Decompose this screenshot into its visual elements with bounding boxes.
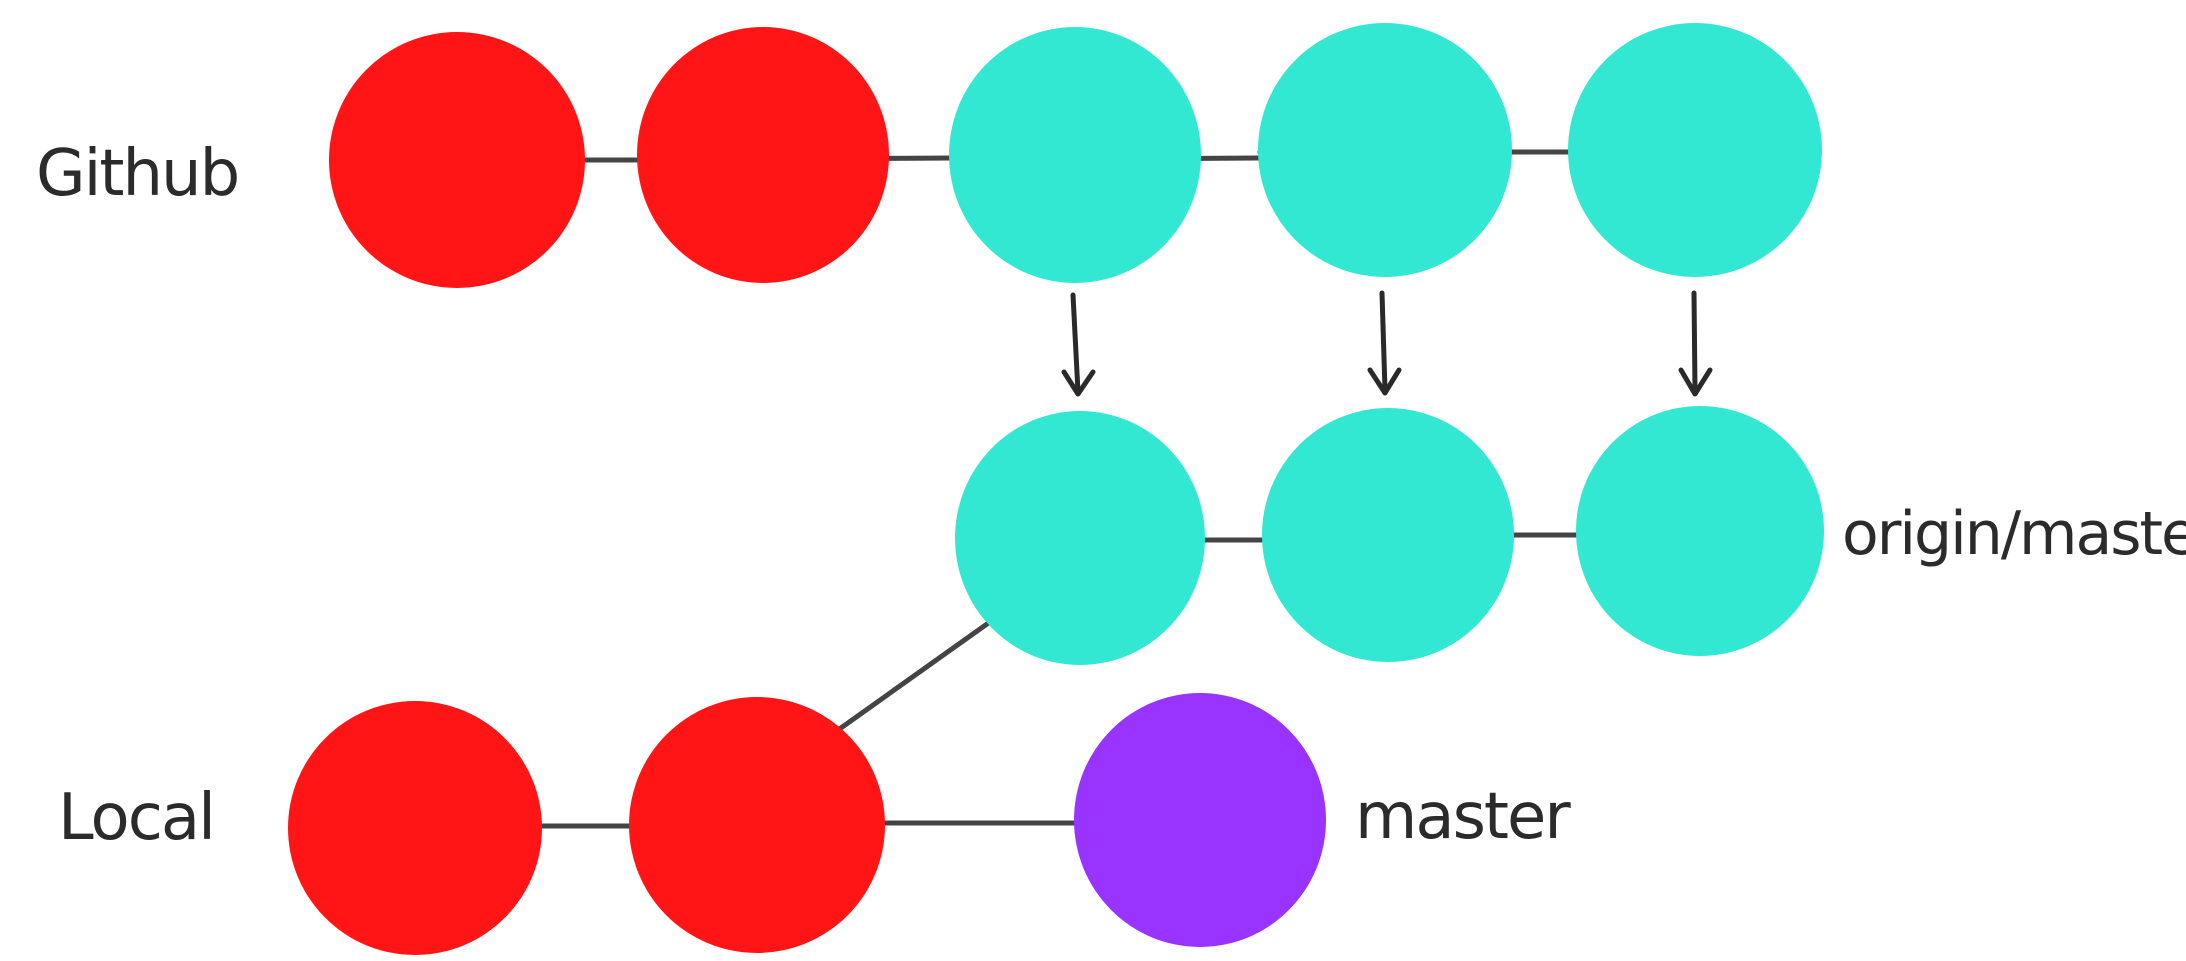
fetch-arrow-1	[1061, 292, 1096, 397]
fetch-arrow-2	[1367, 290, 1402, 396]
origin-commit-1	[955, 411, 1205, 665]
github-commit-3	[949, 27, 1201, 283]
github-commit-5	[1568, 23, 1822, 277]
fetch-arrows	[1061, 290, 1713, 397]
origin-commit-3	[1576, 406, 1824, 656]
fetch-arrow-3	[1678, 290, 1713, 397]
local-commits	[288, 693, 1326, 955]
master-label: master	[1355, 780, 1571, 854]
local-commit-2	[629, 697, 885, 953]
local-label: Local	[58, 781, 216, 855]
origin-master-commits	[955, 406, 1824, 665]
local-commit-1	[288, 701, 542, 955]
origin-commit-2	[1262, 408, 1514, 662]
github-commit-2	[637, 27, 889, 283]
github-commit-1	[329, 32, 585, 288]
github-commits	[329, 23, 1822, 288]
origin-master-label: origin/master	[1842, 499, 2186, 569]
github-label: Github	[36, 137, 240, 211]
github-commit-4	[1258, 23, 1512, 277]
local-commit-3	[1074, 693, 1326, 947]
